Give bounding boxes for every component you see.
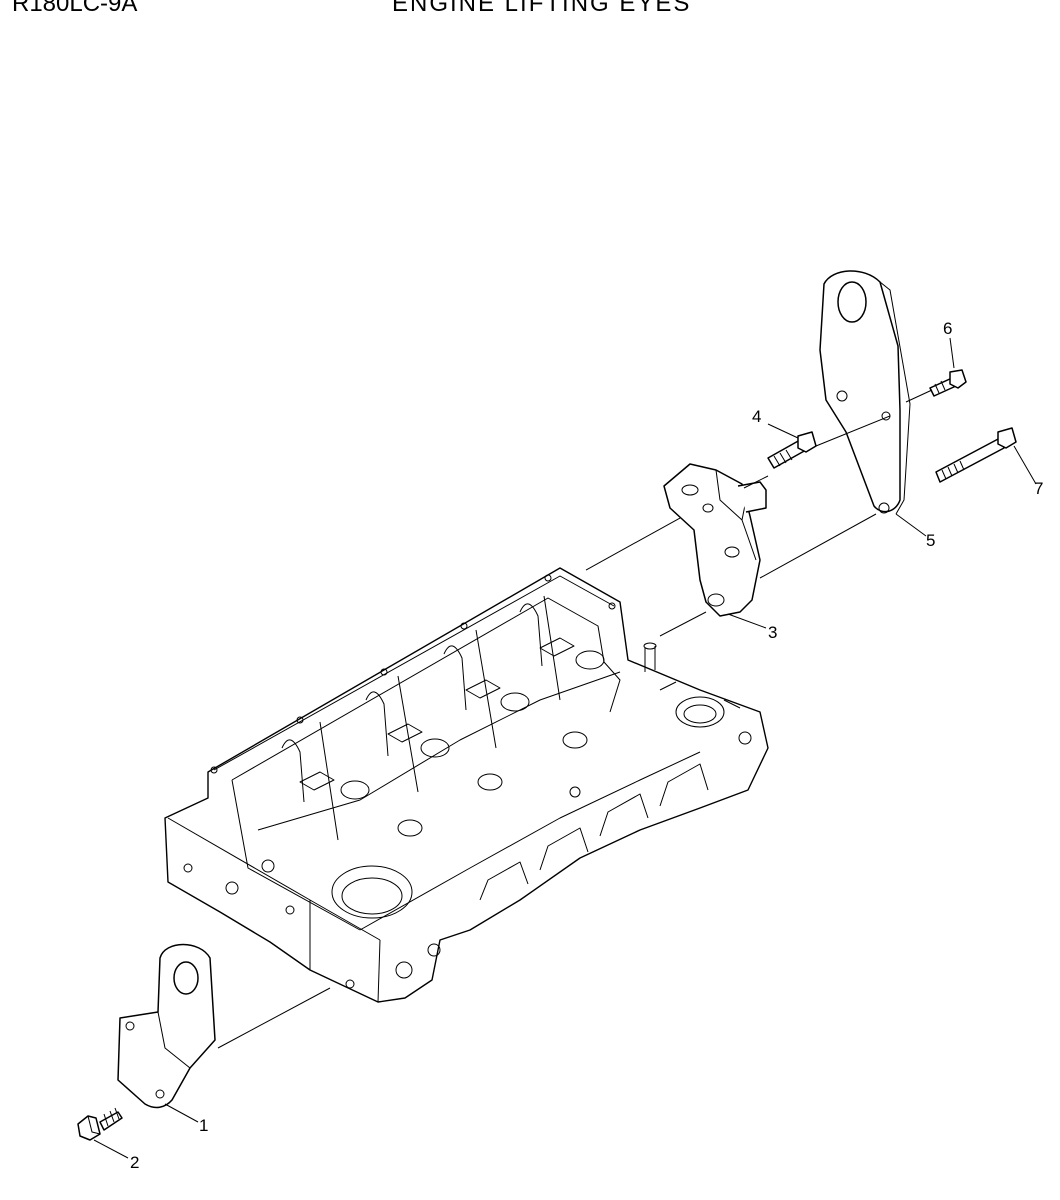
assembly-lines	[93, 337, 1037, 1159]
diagram-title: ENGINE LIFTING EYES	[392, 0, 692, 17]
callout-4: 4	[752, 407, 761, 426]
part-2-bolt	[77, 1107, 123, 1141]
callout-1: 1	[199, 1116, 208, 1135]
part-5-rear-lifting-eye	[819, 270, 911, 515]
callout-3: 3	[768, 623, 777, 642]
model-code: R180LC-9A	[12, 0, 138, 17]
part-1-front-lifting-eye	[117, 943, 216, 1109]
part-7-long-bolt	[935, 427, 1017, 483]
part-4-bolt	[767, 431, 817, 469]
callout-5: 5	[926, 531, 935, 550]
callout-2: 2	[130, 1153, 139, 1172]
part-3-mount-bracket	[663, 463, 767, 617]
cylinder-head	[164, 567, 769, 1003]
part-6-bolt	[929, 369, 967, 397]
callout-6: 6	[943, 319, 952, 338]
callout-7: 7	[1034, 479, 1043, 498]
